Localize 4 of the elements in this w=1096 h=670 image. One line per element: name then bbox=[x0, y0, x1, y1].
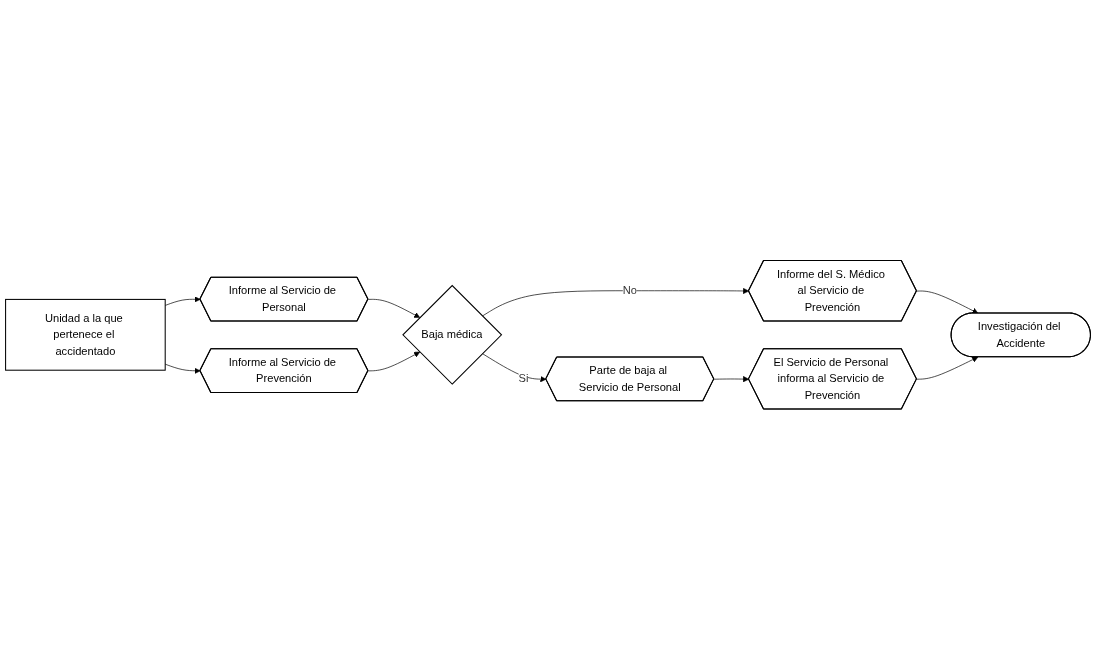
edge-label: No bbox=[622, 284, 637, 297]
node-box: Unidad a la que pertenece el accidentado bbox=[5, 299, 166, 371]
node-diamond: Baja médica bbox=[402, 284, 503, 385]
edge-label: Si bbox=[518, 372, 529, 385]
